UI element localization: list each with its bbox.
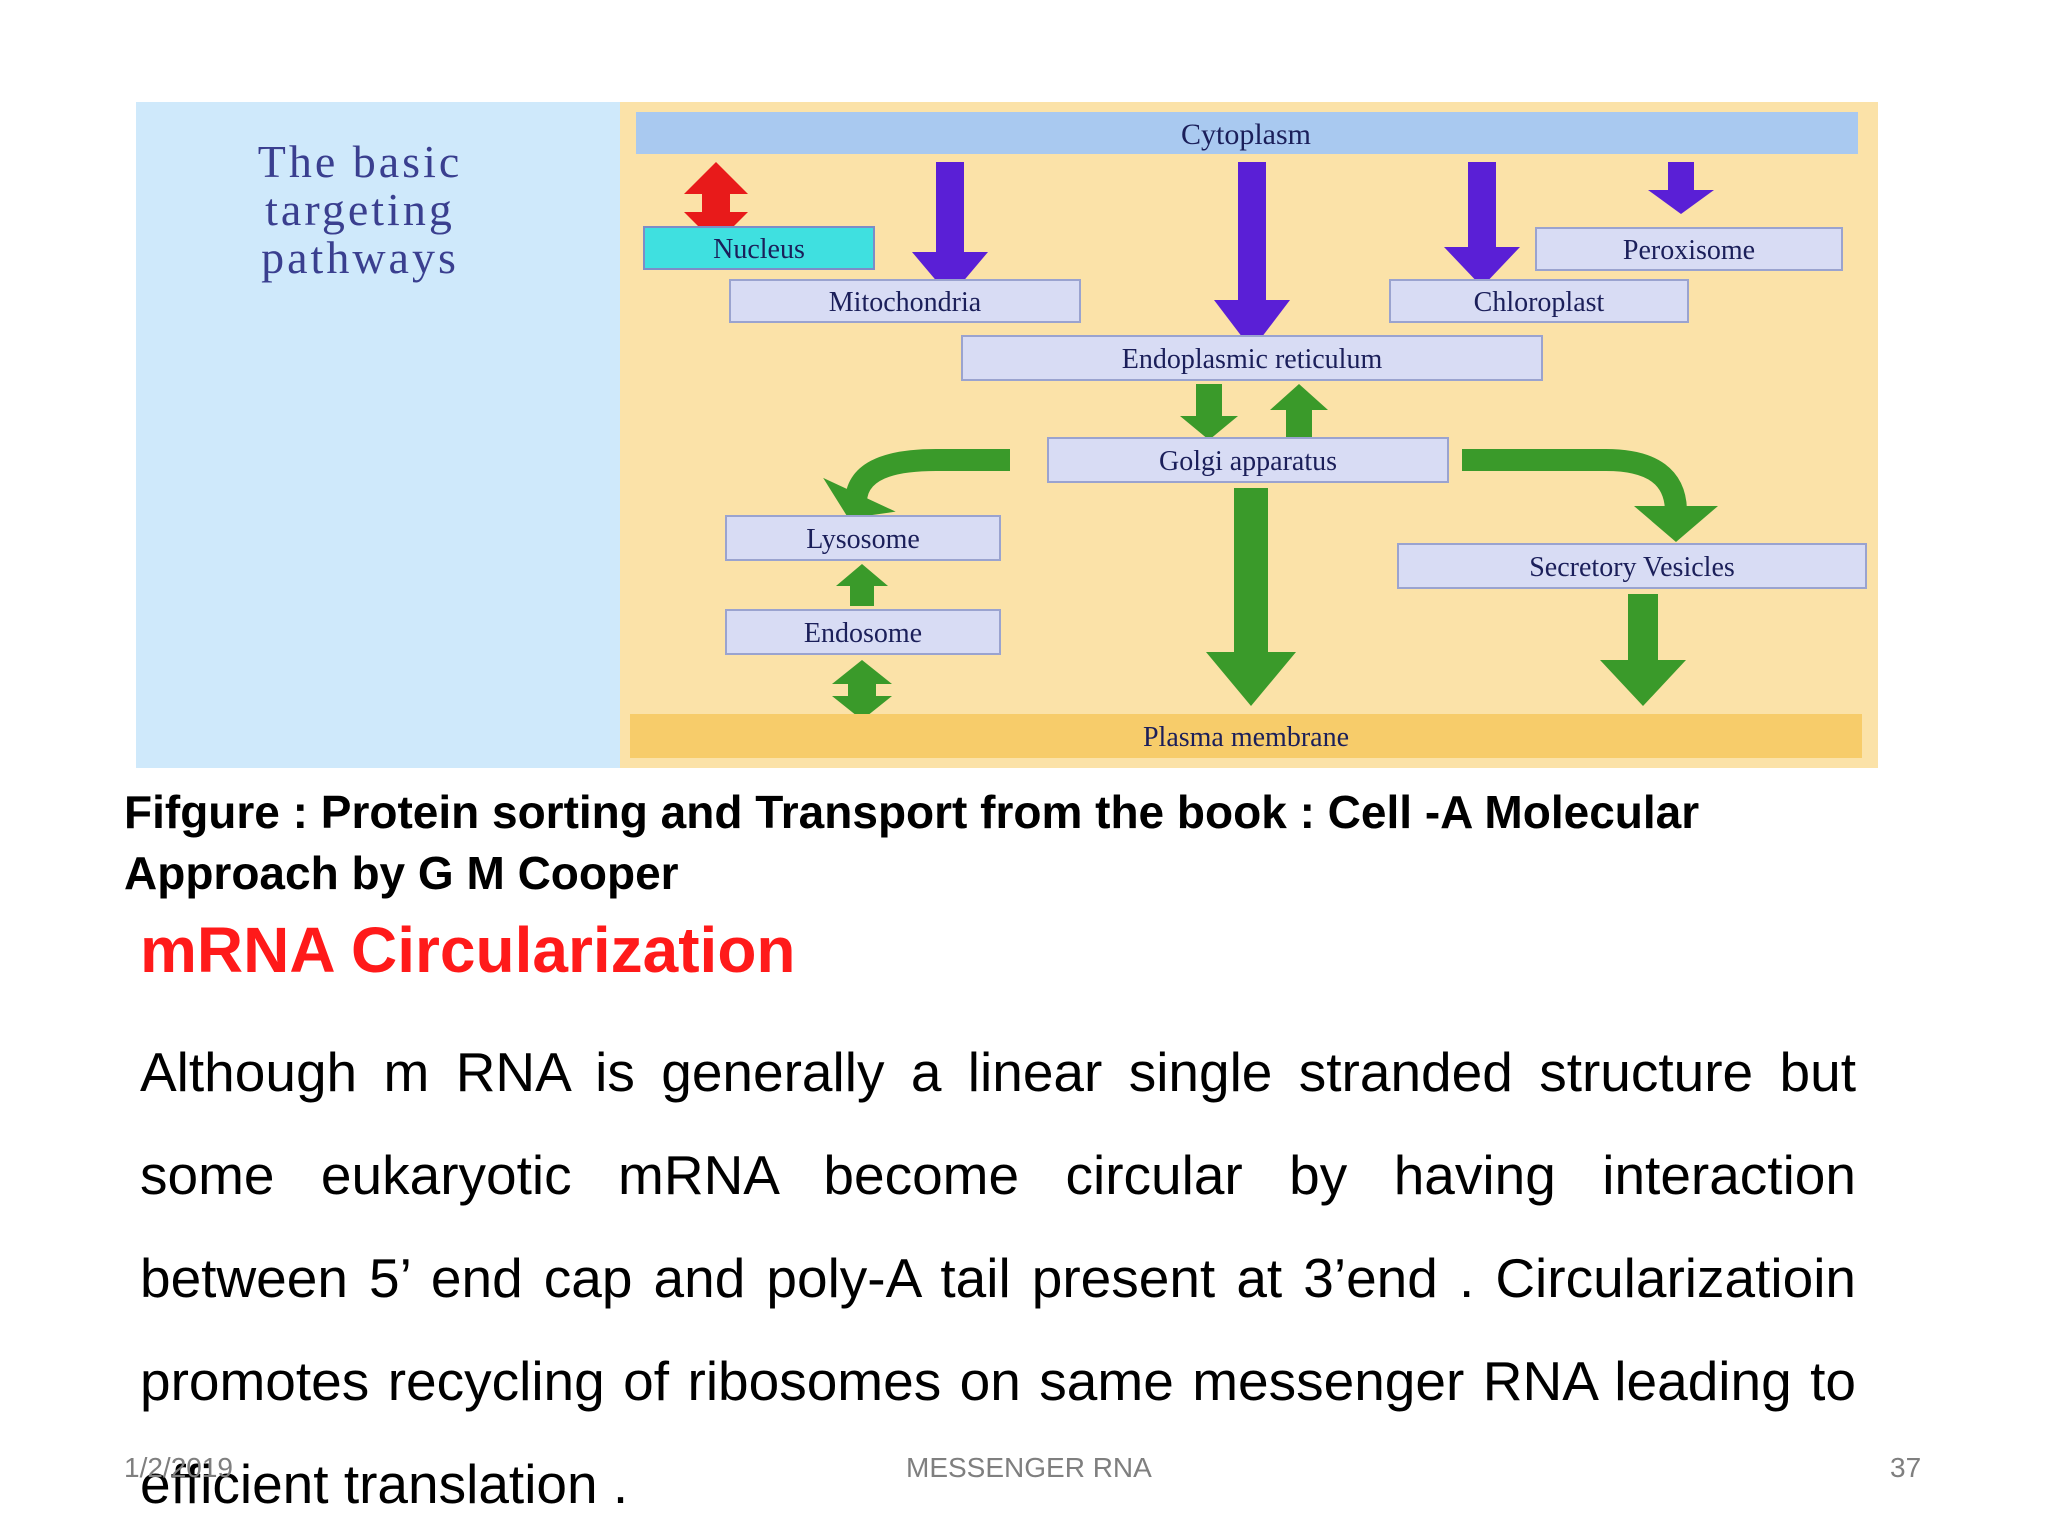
green-arrow-golgi-to-er — [1270, 384, 1328, 442]
slide-heading: mRNA Circularization — [140, 914, 796, 986]
green-arrow-secretory-to-plasma — [1600, 594, 1686, 706]
endosome-label: Endosome — [804, 618, 922, 649]
pathway-diagram: Cytoplasm Nu — [136, 102, 1878, 768]
er-box — [961, 335, 1543, 381]
mitochondria-box — [729, 279, 1081, 323]
left-panel — [136, 102, 620, 768]
plasma-membrane-bar — [630, 714, 1862, 758]
chloroplast-label: Chloroplast — [1474, 287, 1605, 318]
chloroplast-box — [1389, 279, 1689, 323]
green-double-arrow-endosome — [832, 660, 892, 720]
protein-sorting-figure: Cytoplasm Nu — [136, 102, 1878, 768]
plasma-membrane-label: Plasma membrane — [1143, 722, 1349, 753]
footer-date: 1/2/2019 — [124, 1452, 233, 1483]
secretory-label: Secretory Vesicles — [1529, 552, 1735, 583]
mitochondria-label: Mitochondria — [829, 287, 982, 318]
secretory-box — [1397, 543, 1867, 589]
green-arrow-to-lysosome — [823, 449, 1010, 519]
purple-arrow-peroxisome — [1648, 162, 1714, 214]
footer-title: MESSENGER RNA — [906, 1452, 1152, 1483]
green-arrow-golgi-to-plasma — [1206, 488, 1296, 706]
figure-caption: Fifgure : Protein sorting and Transport … — [124, 786, 1700, 899]
green-arrow-to-secretory — [1462, 449, 1718, 542]
lysosome-box — [725, 515, 1001, 561]
purple-arrow-mitochondria — [912, 162, 988, 297]
green-arrow-endosome-to-lysosome — [836, 564, 888, 606]
nucleus-box — [643, 226, 875, 270]
nucleus-label: Nucleus — [713, 234, 805, 265]
golgi-label: Golgi apparatus — [1159, 446, 1337, 477]
cytoplasm-label: Cytoplasm — [1181, 118, 1311, 151]
endosome-box — [725, 609, 1001, 655]
red-double-arrow — [684, 162, 748, 244]
cytoplasm-bar — [636, 112, 1858, 154]
green-arrow-er-to-golgi — [1180, 384, 1238, 440]
page-number: 37 — [1890, 1452, 1922, 1483]
body-paragraph: Although m RNA is generally a linear sin… — [140, 1041, 1856, 1515]
peroxisome-label: Peroxisome — [1623, 235, 1755, 266]
lysosome-label: Lysosome — [806, 524, 920, 555]
golgi-box — [1047, 437, 1449, 483]
peroxisome-box — [1535, 227, 1843, 271]
er-label: Endoplasmic reticulum — [1122, 344, 1383, 375]
figure-side-title: The basic targeting pathways — [257, 136, 463, 283]
purple-arrow-chloroplast — [1444, 162, 1520, 287]
purple-arrow-er — [1214, 162, 1290, 350]
